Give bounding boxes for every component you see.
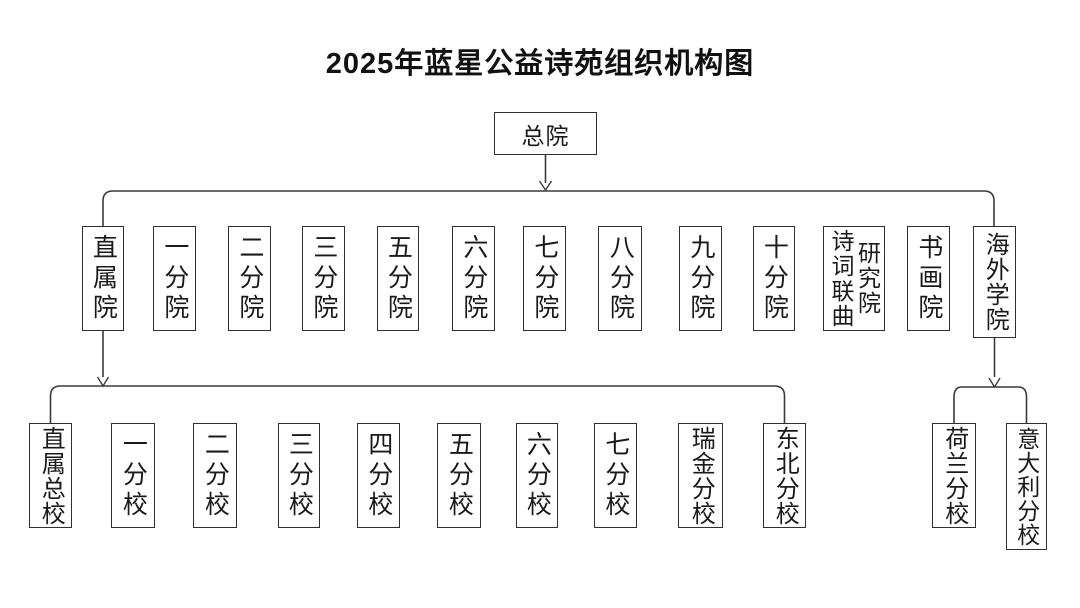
node-ruijin-school: 瑞金分校: [678, 423, 723, 528]
rail-schools: [49, 385, 786, 423]
node-school-1: 一分校: [111, 423, 155, 528]
node-school-2: 二分校: [193, 423, 237, 528]
node-institute-7: 七分院: [523, 226, 566, 331]
node-direct-school: 直属总校: [29, 423, 72, 528]
node-institute-5: 五分院: [377, 226, 419, 331]
node-label: 诗词联曲研究院: [828, 228, 881, 329]
node-label: 七分院: [530, 233, 559, 324]
node-school-6: 六分校: [516, 423, 558, 528]
node-head-office: 总院: [494, 112, 597, 155]
node-label: 二分院: [235, 233, 264, 324]
node-label: 三分院: [309, 233, 338, 324]
node-label: 六分校: [523, 430, 552, 521]
node-label: 五分校: [445, 430, 474, 521]
node-direct-institute: 直属院: [82, 226, 124, 331]
node-calligraphy-painting-institute: 书画院: [907, 226, 950, 331]
node-label: 三分校: [285, 430, 314, 521]
node-label: 海外学院: [981, 232, 1009, 332]
node-label: 九分院: [686, 233, 715, 324]
node-label: 一分院: [160, 233, 189, 324]
node-institute-3: 三分院: [302, 226, 345, 331]
node-northeast-school: 东北分校: [763, 423, 806, 528]
node-label: 直属总校: [37, 425, 65, 526]
node-italy-school: 意大利分校: [1006, 423, 1047, 550]
node-institute-2: 二分院: [228, 226, 271, 331]
node-label: 总院: [521, 122, 570, 149]
node-label: 五分院: [384, 233, 413, 324]
node-label: 一分校: [119, 430, 148, 521]
rail-overseas-schools: [953, 386, 1028, 423]
node-label: 意大利分校: [1013, 426, 1040, 547]
node-school-3: 三分校: [278, 423, 320, 528]
node-label: 六分院: [459, 233, 488, 324]
node-label: 瑞金分校: [687, 425, 715, 526]
node-label: 十分院: [760, 233, 789, 324]
diagram-title: 2025年蓝星公益诗苑组织机构图: [325, 48, 755, 80]
node-school-7: 七分校: [594, 423, 637, 528]
node-poetry-research-institute: 诗词联曲研究院: [823, 226, 885, 331]
node-school-5: 五分校: [437, 423, 481, 528]
node-institute-10: 十分院: [753, 226, 795, 331]
node-label: 二分校: [201, 430, 230, 521]
node-label: 七分校: [601, 430, 630, 521]
node-school-4: 四分校: [357, 423, 400, 528]
node-label: 荷兰分校: [940, 425, 968, 526]
node-institute-8: 八分院: [598, 226, 642, 331]
rail-institutes: [102, 190, 995, 226]
node-institute-6: 六分院: [452, 226, 495, 331]
node-label: 书画院: [914, 233, 943, 324]
arrow-overseas: [988, 377, 1001, 389]
node-label: 东北分校: [771, 425, 799, 526]
node-overseas-academy: 海外学院: [973, 226, 1016, 338]
node-institute-9: 九分院: [679, 226, 722, 331]
node-label: 四分校: [364, 430, 393, 521]
arrow-direct-institute: [96, 376, 110, 388]
node-institute-1: 一分院: [153, 226, 196, 331]
arrow-root: [538, 180, 553, 192]
node-netherlands-school: 荷兰分校: [932, 423, 976, 528]
node-label: 八分院: [606, 233, 635, 324]
node-label: 直属院: [89, 233, 118, 324]
